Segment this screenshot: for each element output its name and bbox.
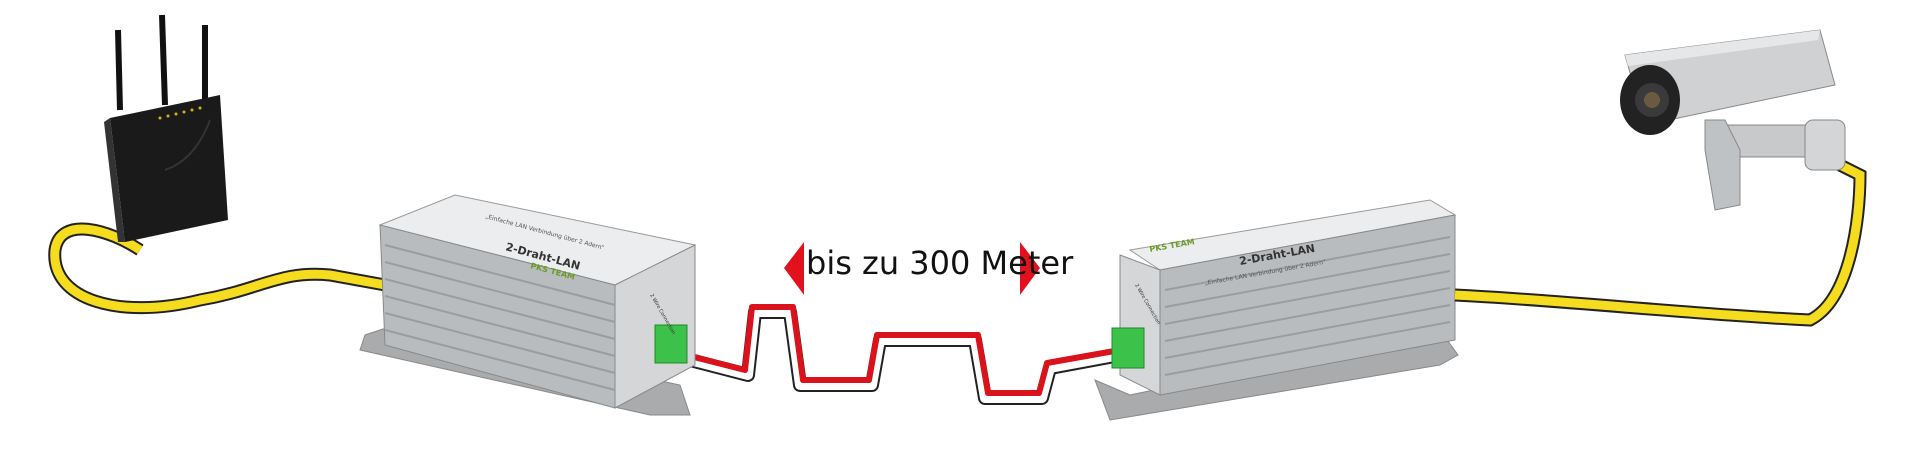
arrow-left-icon [784,242,804,295]
terminal-block-right [1111,327,1145,369]
security-camera-icon [1620,29,1846,211]
terminal-block-left [654,324,688,364]
two-wire-cable [688,304,1122,405]
router-icon [104,14,228,242]
distance-label: bis zu 300 Meter [806,244,1074,282]
arrow-right-icon [1020,242,1040,295]
left-2-draht-lan-device [359,194,697,416]
right-2-draht-lan-device [1094,199,1459,421]
